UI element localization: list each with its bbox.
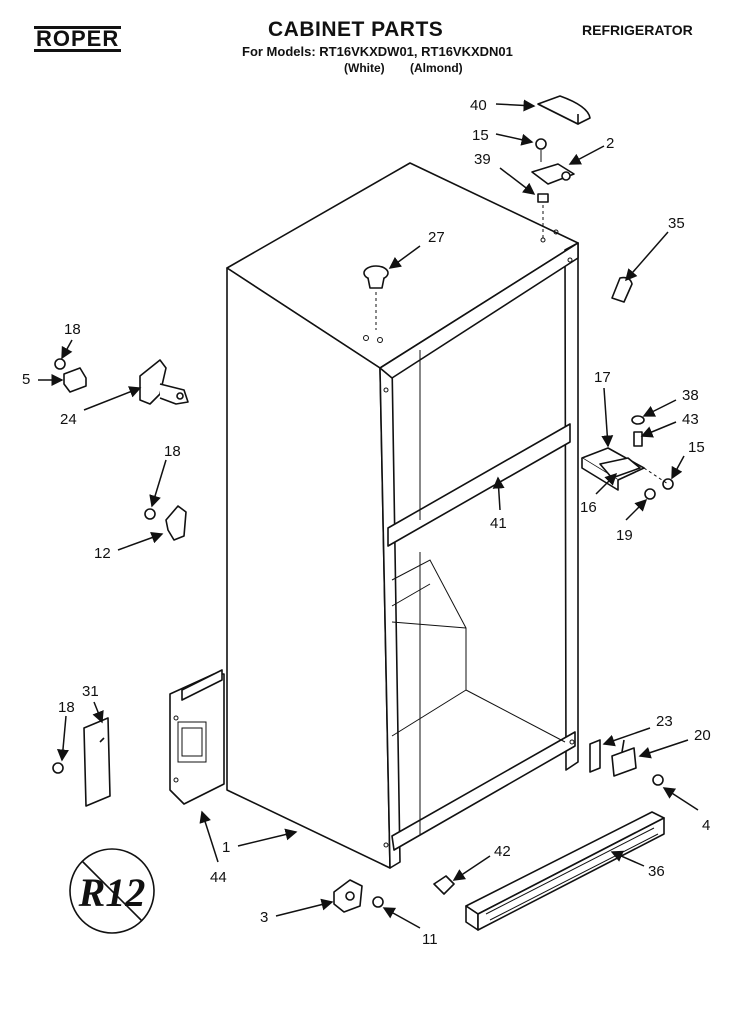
callout-42: 42 [494, 843, 511, 860]
door-stop-assembly-left [54, 358, 189, 405]
plug-button [363, 265, 389, 330]
toe-grille [465, 811, 665, 931]
callout-35: 35 [668, 215, 685, 232]
callout-31: 31 [82, 683, 99, 700]
brand-logo: ROPER [34, 26, 122, 52]
callout-24: 24 [60, 411, 77, 428]
callout-11: 11 [422, 931, 438, 948]
callout-17: 17 [594, 369, 611, 386]
color-white-label: (White) [344, 61, 385, 75]
color-almond-label: (Almond) [410, 61, 463, 75]
callout-19: 19 [616, 527, 633, 544]
side-cover-left [52, 717, 111, 807]
hinge-pin-cover [611, 276, 633, 303]
cabinet-body [226, 162, 579, 869]
callout-2: 2 [606, 135, 614, 152]
callout-15: 15 [688, 439, 705, 456]
category-label: REFRIGERATOR [582, 22, 693, 38]
top-hinge-assembly [531, 138, 575, 240]
leader-lines [38, 99, 699, 929]
callout-18: 18 [58, 699, 75, 716]
logo-text: R12 [78, 870, 146, 915]
callout-36: 36 [648, 863, 665, 880]
callout-18: 18 [64, 321, 81, 338]
callout-39: 39 [474, 151, 491, 168]
callout-44: 44 [210, 869, 227, 886]
clip [433, 875, 455, 895]
callout-40: 40 [470, 97, 487, 114]
callout-41: 41 [490, 515, 507, 532]
handle-bracket-left [144, 505, 187, 541]
bottom-hinge-assembly [589, 739, 664, 786]
callout-4: 4 [702, 817, 710, 834]
page-title: CABINET PARTS [268, 18, 444, 41]
callout-38: 38 [682, 387, 699, 404]
callout-20: 20 [694, 727, 711, 744]
hinge-cover [537, 95, 591, 125]
callout-18: 18 [164, 443, 181, 460]
leveling-leg [333, 879, 384, 913]
callout-23: 23 [656, 713, 673, 730]
side-plate-bracket [169, 669, 225, 805]
models-line: For Models: RT16VKXDW01, RT16VKXDN01 [242, 44, 513, 59]
callout-5: 5 [22, 371, 30, 388]
callout-27: 27 [428, 229, 445, 246]
callout-43: 43 [682, 411, 699, 428]
callout-3: 3 [260, 909, 268, 926]
r12-refrigerant-logo: R12 [69, 848, 155, 934]
callout-labels: 40 15 2 39 27 35 18 5 24 18 12 17 38 43 … [22, 97, 711, 948]
callout-12: 12 [94, 545, 111, 562]
callout-16: 16 [580, 499, 597, 516]
callout-1: 1 [222, 839, 230, 856]
callout-15: 15 [472, 127, 489, 144]
